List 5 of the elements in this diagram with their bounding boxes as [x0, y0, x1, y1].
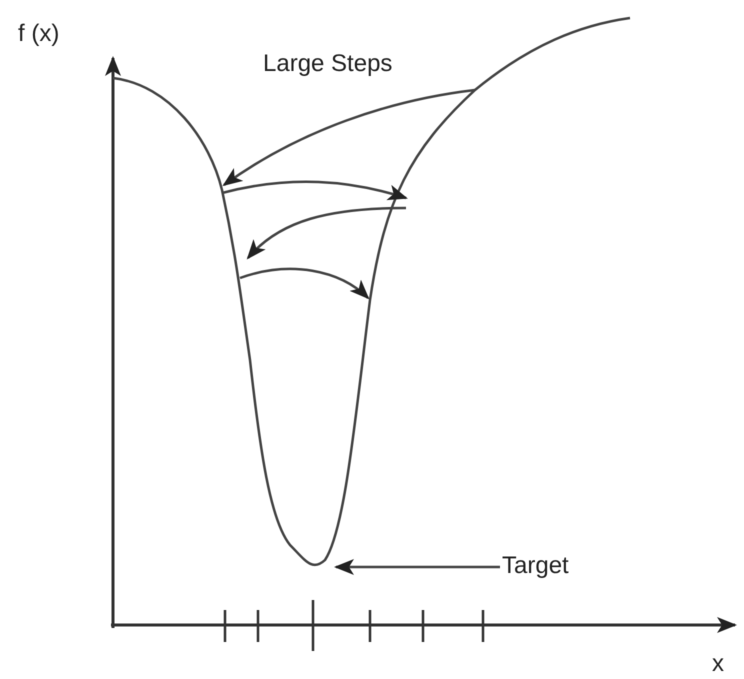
- callout-text: Target: [502, 554, 569, 578]
- axis-label: x: [712, 652, 724, 676]
- leader-arrow: [334, 559, 500, 575]
- axis-label: f (x): [18, 22, 60, 46]
- annotation-text: Large Steps: [263, 52, 392, 76]
